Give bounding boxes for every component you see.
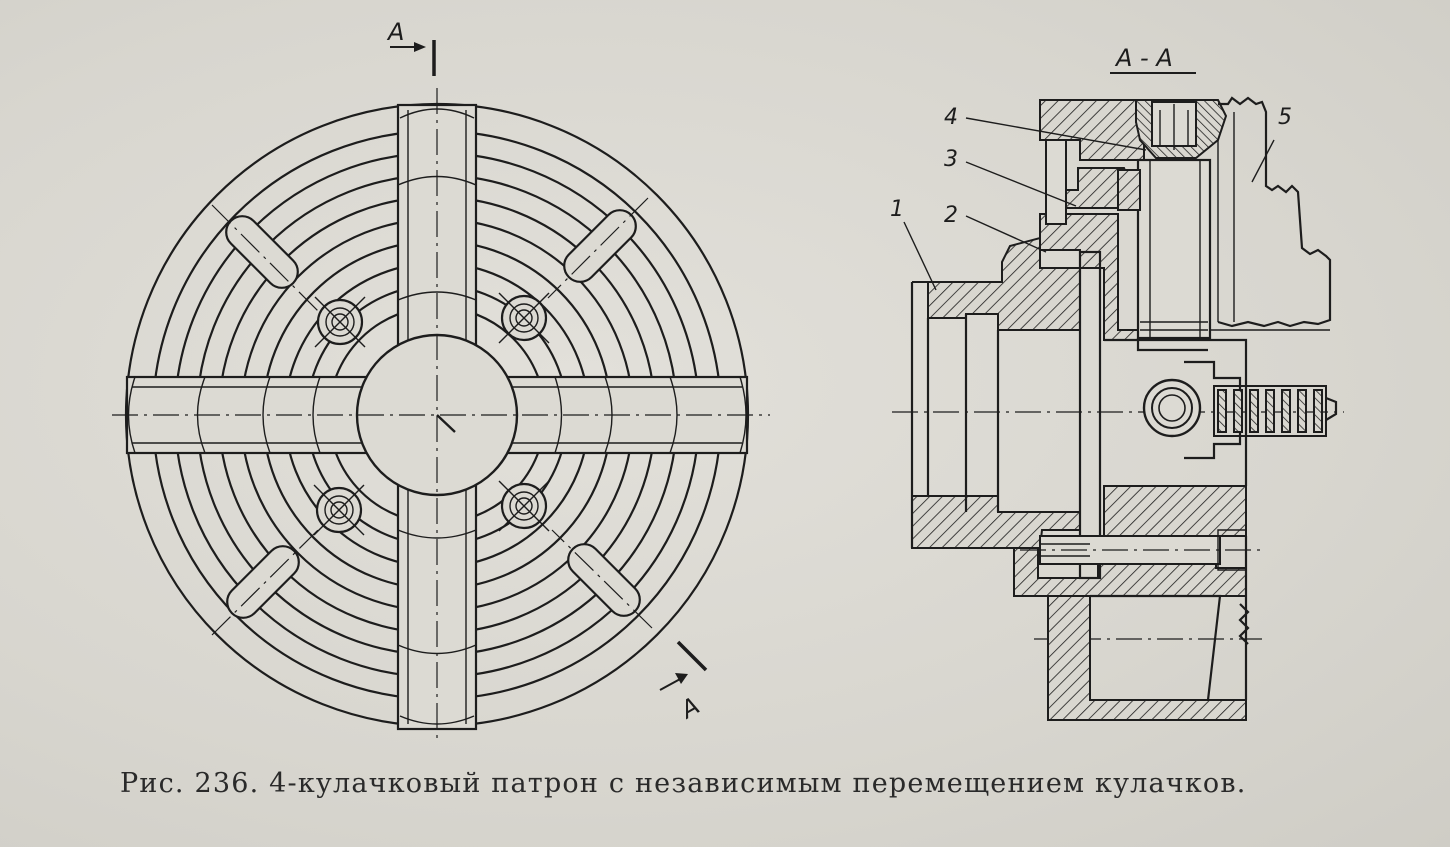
mounting-bolt [1020, 529, 1264, 571]
spindle-adapter [1047, 595, 1247, 721]
part-5-stepped-jaw [1217, 96, 1332, 328]
callouts: 1 2 3 4 5 [890, 105, 1292, 291]
section-cut-marker-top: А [386, 18, 436, 76]
part-1-adapter-flange [912, 236, 1081, 331]
callout-2: 2 [944, 203, 958, 228]
mounting-slots [211, 197, 653, 636]
callout-4: 4 [944, 105, 958, 130]
section-view-title: А - А [1114, 44, 1173, 72]
section-view: А - А [890, 44, 1344, 721]
section-cut-marker-bottom: А [659, 640, 708, 725]
callout-1: 1 [890, 197, 904, 222]
worm-screw [1142, 360, 1338, 460]
callout-5: 5 [1278, 105, 1292, 130]
callout-3: 3 [944, 147, 958, 172]
chuck-front-view: А А [112, 18, 770, 742]
figure-caption: Рис. 236. 4-кулачковый патрон с независи… [120, 768, 1247, 799]
cut-label-bottom: А [674, 692, 704, 725]
cut-label-top: А [386, 18, 404, 46]
jaw-screws [313, 292, 550, 536]
